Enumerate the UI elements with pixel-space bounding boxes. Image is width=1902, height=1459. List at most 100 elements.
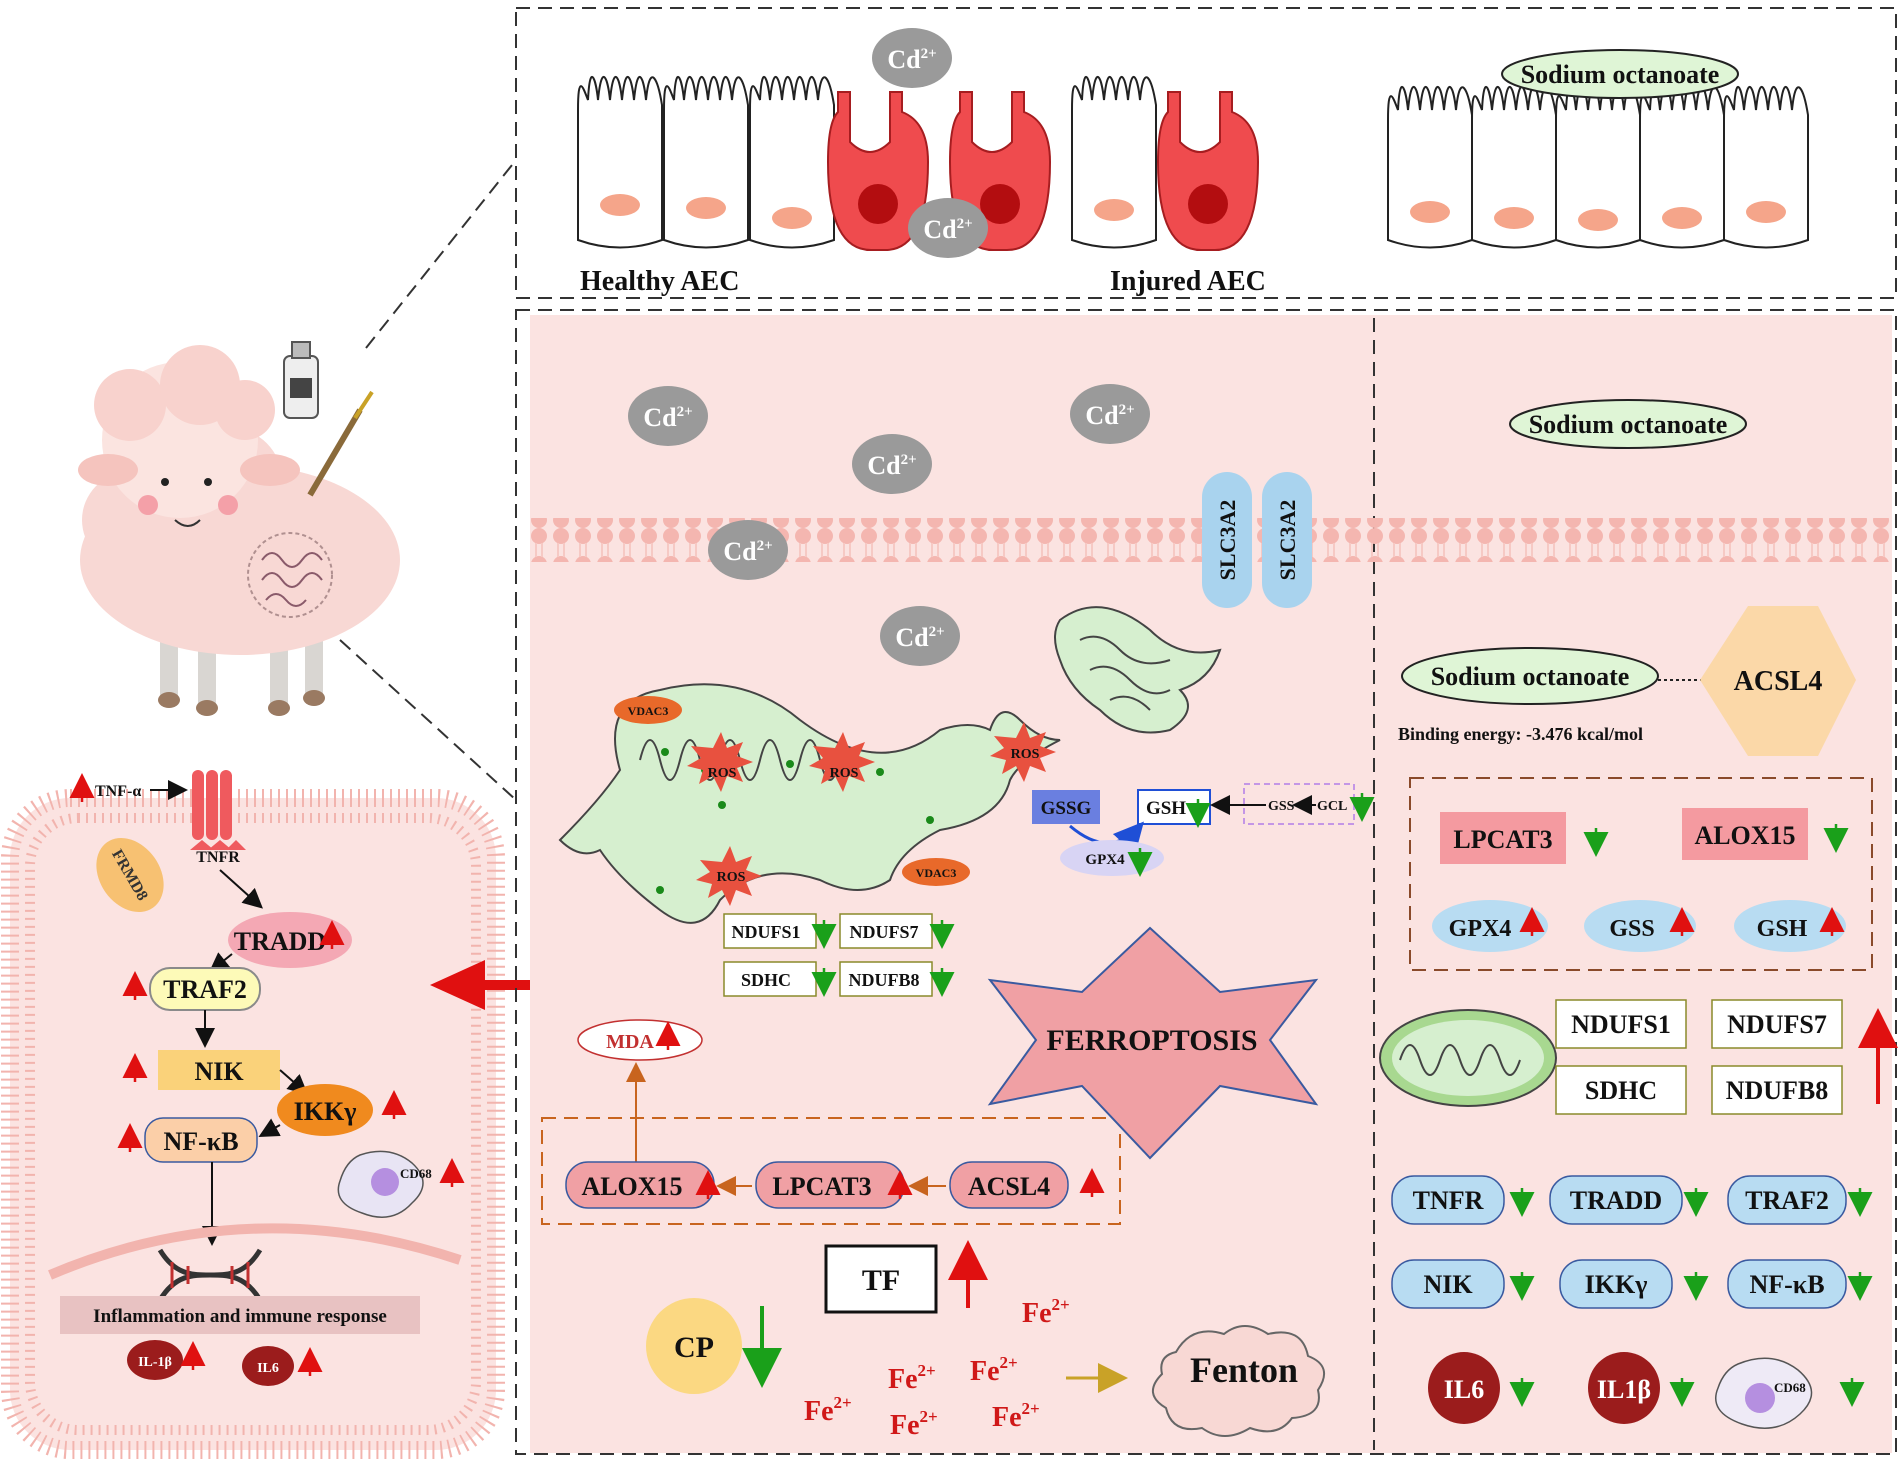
injured-cells <box>826 91 1260 252</box>
svg-text:TNFR: TNFR <box>1413 1186 1484 1215</box>
gsh-box: GSH <box>1137 789 1211 825</box>
svg-text:Fe2+: Fe2+ <box>970 1353 1018 1387</box>
svg-text:ACSL4: ACSL4 <box>1734 666 1823 697</box>
svg-text:ALOX15: ALOX15 <box>1694 821 1795 850</box>
rescue-traf2: TRAF2 <box>1727 1175 1860 1225</box>
cell-panel-frame <box>515 309 1897 1455</box>
svg-text:ROS: ROS <box>717 870 746 885</box>
lipid-acsl4: ACSL4 <box>949 1161 1092 1209</box>
svg-text:FERROPTOSIS: FERROPTOSIS <box>1046 1024 1257 1057</box>
fe-ion-1: Fe2+ <box>1022 1295 1070 1329</box>
svg-text:TF: TF <box>862 1264 900 1297</box>
ros-4: ROS <box>696 846 762 906</box>
svg-text:VDAC3: VDAC3 <box>916 866 957 880</box>
vdac3-2: VDAC3 <box>902 858 970 886</box>
svg-text:GSH: GSH <box>1146 798 1186 819</box>
rescue-nfkb: NF-κB <box>1727 1259 1860 1309</box>
rescue-gss: GSS <box>1584 900 1696 952</box>
complex-gene-ndufs1: NDUFS1 <box>723 913 824 949</box>
dna-icon <box>157 1248 263 1302</box>
svg-text:IL1β: IL1β <box>1597 1375 1651 1404</box>
cd68-macrophage-left: CD68 <box>337 1150 452 1218</box>
rescue-ndufs7: NDUFS7 <box>1711 999 1843 1049</box>
rescue-tnfr: TNFR <box>1391 1175 1522 1225</box>
svg-text:Cd2+: Cd2+ <box>643 403 692 432</box>
svg-text:GPX4: GPX4 <box>1085 852 1125 868</box>
svg-text:GSSG: GSSG <box>1041 798 1092 819</box>
rescue-lipid-frame <box>1409 777 1873 971</box>
vdac3-1: VDAC3 <box>614 696 682 724</box>
svg-text:Cd2+: Cd2+ <box>923 215 972 244</box>
rescue-gpx4: GPX4 <box>1432 900 1548 952</box>
ros-1: ROS <box>687 732 753 792</box>
zoom-line-bottom <box>339 639 517 801</box>
svg-text:NDUFB8: NDUFB8 <box>1726 1076 1829 1105</box>
il6-left: IL6 <box>242 1346 310 1386</box>
svg-text:Fenton: Fenton <box>1190 1350 1298 1390</box>
cd-ion-2: Cd2+ <box>1070 384 1150 444</box>
svg-text:TRADD: TRADD <box>1570 1186 1662 1215</box>
svg-text:ACSL4: ACSL4 <box>968 1172 1050 1201</box>
svg-text:LPCAT3: LPCAT3 <box>772 1172 871 1201</box>
svg-text:CD68: CD68 <box>400 1166 432 1181</box>
svg-text:Inflammation and immune respon: Inflammation and immune response <box>93 1306 387 1327</box>
svg-text:CD68: CD68 <box>1774 1380 1806 1395</box>
svg-text:TRAF2: TRAF2 <box>1745 1186 1829 1215</box>
svg-text:ROS: ROS <box>1011 747 1040 762</box>
svg-text:TRAF2: TRAF2 <box>163 975 247 1004</box>
ferroptosis-star: FERROPTOSIS <box>987 926 1319 1160</box>
svg-text:CP: CP <box>674 1331 714 1364</box>
rescue-sdhc: SDHC <box>1555 1065 1687 1115</box>
svg-text:MDA: MDA <box>606 1031 654 1053</box>
svg-text:GSH: GSH <box>1757 916 1808 942</box>
lipid-chain-frame <box>541 1117 1121 1225</box>
gss-label: GSS <box>1268 799 1295 814</box>
svg-text:ROS: ROS <box>708 766 737 781</box>
svg-text:NDUFB8: NDUFB8 <box>849 970 920 990</box>
er-golgi <box>1054 606 1222 734</box>
fe-ion-3: Fe2+ <box>970 1353 1018 1387</box>
tnf-alpha: TNF-α <box>82 778 188 802</box>
mda-node: MDA <box>577 1019 703 1061</box>
cd-ion-top-1: Cd2+ <box>872 28 952 88</box>
svg-text:Cd2+: Cd2+ <box>895 623 944 652</box>
fenton-cloud: Fenton <box>1152 1325 1326 1437</box>
svg-text:NF-κB: NF-κB <box>1749 1270 1824 1299</box>
svg-text:Fe2+: Fe2+ <box>888 1361 936 1395</box>
svg-text:Cd2+: Cd2+ <box>1085 401 1134 430</box>
slc3a2-transporter-2: SLC3A2 <box>1262 472 1312 608</box>
ros-2: ROS <box>809 732 875 792</box>
binding-energy: Binding energy: -3.476 kcal/mol <box>1398 724 1643 744</box>
svg-text:IL6: IL6 <box>1444 1375 1484 1404</box>
tf-box: TF <box>824 1244 938 1314</box>
fe-ion-6: Fe2+ <box>992 1399 1040 1433</box>
lipid-lpcat3: LPCAT3 <box>755 1161 905 1209</box>
svg-text:ROS: ROS <box>830 766 859 781</box>
svg-text:NDUFS1: NDUFS1 <box>1571 1010 1671 1039</box>
svg-text:Cd2+: Cd2+ <box>887 45 936 74</box>
rescue-alox15: ALOX15 <box>1682 808 1836 860</box>
svg-text:VDAC3: VDAC3 <box>628 704 669 718</box>
slc3a2-transporter-1: SLC3A2 <box>1202 472 1252 608</box>
inflammation-response-banner: Inflammation and immune response <box>60 1296 420 1334</box>
tradd-node: TRADD <box>228 912 352 968</box>
gssg-box: GSSG <box>1032 790 1100 824</box>
rescue-cd68: CD68 <box>1715 1357 1852 1429</box>
fe-ion-5: Fe2+ <box>890 1407 938 1441</box>
sheep-illustration <box>78 341 400 716</box>
rescue-ndufs1: NDUFS1 <box>1555 999 1687 1049</box>
svg-text:SDHC: SDHC <box>741 970 791 990</box>
ros-3: ROS <box>990 722 1056 782</box>
il1b-left: IL-1β <box>127 1340 193 1380</box>
acsl4-hexagon: ACSL4 <box>1700 606 1856 756</box>
svg-text:TNF-α: TNF-α <box>95 783 141 800</box>
svg-text:IKKγ: IKKγ <box>1585 1270 1648 1299</box>
sodium-octanoate-top: Sodium octanoate <box>1501 49 1739 99</box>
nuclear-envelope <box>48 1223 462 1280</box>
svg-text:IL6: IL6 <box>257 1361 279 1376</box>
rescue-il6: IL6 <box>1428 1352 1522 1424</box>
svg-text:GPX4: GPX4 <box>1449 916 1512 942</box>
svg-text:Fe2+: Fe2+ <box>804 1393 852 1427</box>
svg-text:TNFR: TNFR <box>196 849 240 866</box>
svg-text:Sodium octanoate: Sodium octanoate <box>1521 60 1720 89</box>
